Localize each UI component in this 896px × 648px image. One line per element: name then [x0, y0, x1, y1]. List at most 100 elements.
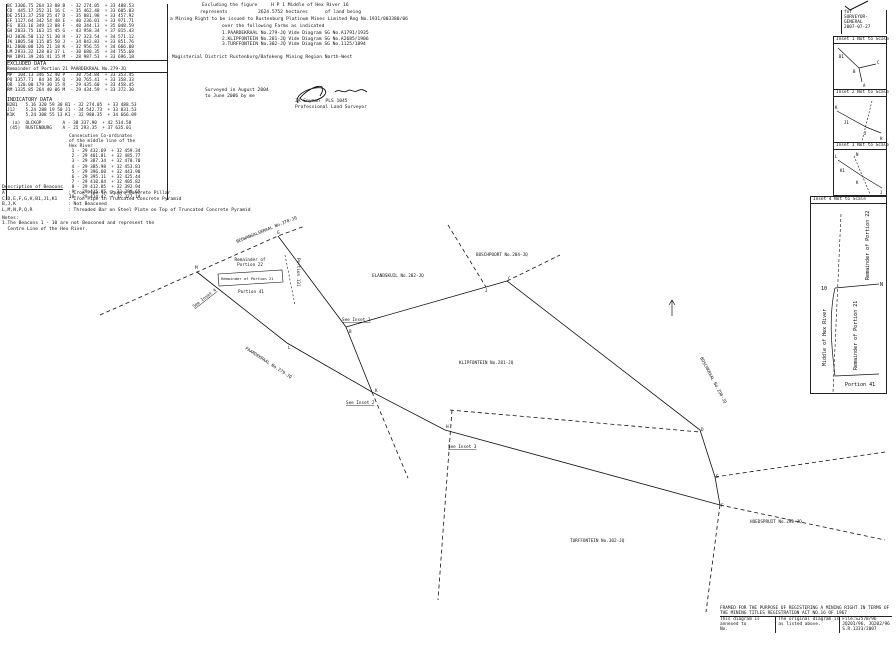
- inset-label: J: [864, 131, 866, 136]
- boundary-dashed-s1: [437, 409, 453, 601]
- see-inset-4: See Inset 4: [192, 287, 218, 310]
- coordinate-table: BC 3306.75 264 33 08 B - 32 274.05 + 33 …: [6, 4, 168, 201]
- portion-131-dashed: [284, 254, 296, 306]
- inset-3: Inset 3 Not to Scale L K1 K N J: [833, 142, 889, 196]
- beacon-codes: C,D,E,F,G,H,B1,J1,K1: [2, 196, 58, 202]
- notes-text: 1.The Beacons 1 - 10 are not Beaconed an…: [2, 221, 155, 232]
- beacon-label: H: [446, 424, 449, 430]
- beacon-label: J: [485, 288, 488, 294]
- beacon-codes: L,M,N,P,Q,R: [2, 207, 33, 213]
- boundary-dashed-se: [719, 504, 886, 541]
- table-row: MA 1891.39 246 41 15 M - 28 987.53 + 33 …: [7, 54, 134, 60]
- mining-right-line: a Mining Right to be issued to Rustenbur…: [170, 17, 408, 22]
- beacon-row: C,D,E,F,G,H,B1,J1,K1: Iron Pipe in Trunc…: [2, 196, 182, 202]
- mining-region: Mining Region North-West: [286, 55, 353, 60]
- table-row: DE 2513.37 258 25 47 D - 35 881.98 + 33 …: [7, 14, 134, 20]
- original-text: The original diagram is as listed above.: [776, 617, 841, 633]
- table-row: 9 - 29 415.85 + 32 380.65: [69, 190, 141, 195]
- represents-label: represents: [200, 10, 228, 15]
- beacons-title: Description of Beacons: [2, 185, 63, 190]
- inset-4: Inset 4 Not to Scale 10 N Remainder of P…: [810, 196, 887, 394]
- table-row: EF 1127.64 342 54 48 E - 40 236.01 + 33 …: [7, 19, 134, 25]
- beacon-label: D: [701, 427, 704, 433]
- farm-label: TURFFONTEIN No.302-JQ: [570, 538, 625, 544]
- inset-title: Inset 2 Not to Scale: [834, 90, 889, 97]
- inset-label: K1: [840, 168, 845, 173]
- boundary-dashed-ne: [506, 254, 561, 282]
- beacon-label: C: [508, 276, 511, 282]
- see-inset-1: See Inset 1: [342, 317, 371, 323]
- table-row: K1K 5.24 308 55 13 K1 - 32 980.35 + 34 6…: [7, 112, 137, 118]
- boundary-mk: [196, 271, 721, 506]
- inset-label: N: [880, 282, 883, 288]
- inset-label: K: [856, 180, 859, 185]
- file-reference: File:S2578/96 JQ201/96, JQ202/96 S.R.133…: [842, 617, 890, 632]
- inset-label: J: [880, 190, 882, 195]
- magisterial-district: Magisterial District Rustenburg/Bafokeng: [172, 55, 283, 60]
- table-row: B2B1 5.16 320 59 30 B1 - 32 274.05 + 33 …: [7, 102, 137, 108]
- farms-intro: over the following Farms as indicated: [222, 24, 325, 29]
- farm-list: 1.PAARDEKRAAL No.279-JQ Vide Diagram SG …: [222, 31, 369, 48]
- table-row: 2 - 29 401.81 + 32 485.77: [69, 154, 141, 160]
- table-row: 3.TURFFONTEIN No.302-JQ Vide Diagram SG …: [222, 42, 366, 48]
- notes-title: Notes:: [2, 216, 19, 221]
- footer-block: FRAMED FOR THE PURPOSE OF REGISTERING A …: [720, 606, 892, 633]
- beacon-description: Iron Pipe in Square Concrete Pillar: [73, 191, 171, 196]
- table-row: CD 445.17 252 31 16 C - 35 462.48 + 33 6…: [7, 9, 134, 15]
- table-row: HJ 3036.50 112 51 30 H - 37 323.54 + 34 …: [7, 34, 134, 40]
- inset-label: B1: [839, 54, 844, 59]
- inset-label: N: [856, 152, 859, 157]
- approval-tick: [844, 0, 869, 11]
- table-row: FG 833.16 349 13 08 F - 40 344.13 + 35 0…: [7, 24, 134, 30]
- boundary-cd: [506, 280, 721, 506]
- boundary-dashed-s2: [705, 504, 721, 613]
- beacon-row: L,M,N,P,Q,R: Threaded Bar on Steel Plate…: [2, 207, 251, 213]
- portion-outline: [217, 269, 284, 287]
- table-row: 1 - 29 432.69 + 32 459.34: [69, 149, 141, 155]
- table-row: (45) RUSTENBURG A - 25 293.35 + 37 635.0…: [7, 125, 132, 131]
- boundary-dashed-n: [447, 224, 487, 288]
- inset-3-drawing: L K1 K N J: [835, 152, 882, 195]
- excluded-data-title: EXCLUDED DATA: [7, 60, 167, 67]
- table-row: KL 2000.00 126 21 18 K - 32 956.55 + 34 …: [7, 44, 134, 50]
- farm-label: BEDWANGALSKRAAL No.278-JQ: [236, 215, 299, 245]
- table-row: QR 120.00 179 30 15 R - 29 435.60 + 33 4…: [7, 83, 134, 89]
- beacon-codes: A: [2, 191, 5, 196]
- table-row: GH 2033.75 163 15 45 G - 43 958.34 + 37 …: [7, 29, 134, 35]
- see-inset-2: See Inset 2: [346, 400, 375, 406]
- see-inset-3: See Inset 3: [448, 444, 477, 450]
- table-row: 5 - 29 396.60 + 32 443.90: [69, 169, 141, 175]
- table-row: 3 - 29 387.34 + 32 470.70: [69, 159, 141, 165]
- table-row: PQ 1357.71 84 34 36 Q - 30 765.41 + 33 3…: [7, 78, 134, 84]
- river-coordinates-title: Consecutive Co-ordinates of the middle l…: [69, 133, 136, 150]
- inset-label: K: [835, 105, 838, 110]
- portion-label: Remainder of Portion 21: [221, 276, 274, 281]
- surveyed-note: Surveyed in August 2004 to June 2006 by …: [205, 88, 269, 99]
- of-land-label: of land being: [325, 10, 361, 15]
- beacon-label: G: [277, 230, 280, 236]
- beacon-label: M: [195, 265, 198, 271]
- approval-box: for SURVEYOR- GENERAL 2007-07-27: [841, 10, 887, 34]
- excluding-line: Excluding the figure H P 1 Middle of Hex…: [202, 3, 349, 8]
- table-row: JK 1805.50 115 05 50 J - 34 842.83 + 33 …: [7, 39, 134, 45]
- beacon-label: E: [716, 474, 719, 480]
- farm-label: KLIPFONTEIN No.281-JQ: [459, 360, 514, 366]
- inset-label: Middle of Hex River: [822, 309, 828, 366]
- inset-label: Remainder of Portion 22: [865, 211, 871, 280]
- beacon-codes: B,J,K: [2, 202, 16, 208]
- table-row: 7 - 29 410.84 + 32 405.82: [69, 179, 141, 185]
- beacon-label: K: [375, 388, 378, 394]
- inset-label: C: [877, 60, 880, 65]
- table-row: 8 - 29 412.85 + 32 392.94: [69, 184, 141, 190]
- table-row: 6 - 29 395.11 + 32 425.44: [69, 174, 141, 180]
- beacon-label: L: [288, 345, 291, 351]
- approval-date: 2007-07-27: [844, 25, 871, 30]
- approval-text: for SURVEYOR- GENERAL: [844, 10, 868, 25]
- area-value: 2624.5752 hectares: [258, 10, 308, 15]
- beacon-label: B: [349, 329, 352, 335]
- boundary-dashed-k: [371, 391, 409, 479]
- table-row: 1.PAARDEKRAAL No.279-JQ Vide Diagram SG …: [222, 31, 369, 36]
- inset-label: J1: [844, 120, 849, 125]
